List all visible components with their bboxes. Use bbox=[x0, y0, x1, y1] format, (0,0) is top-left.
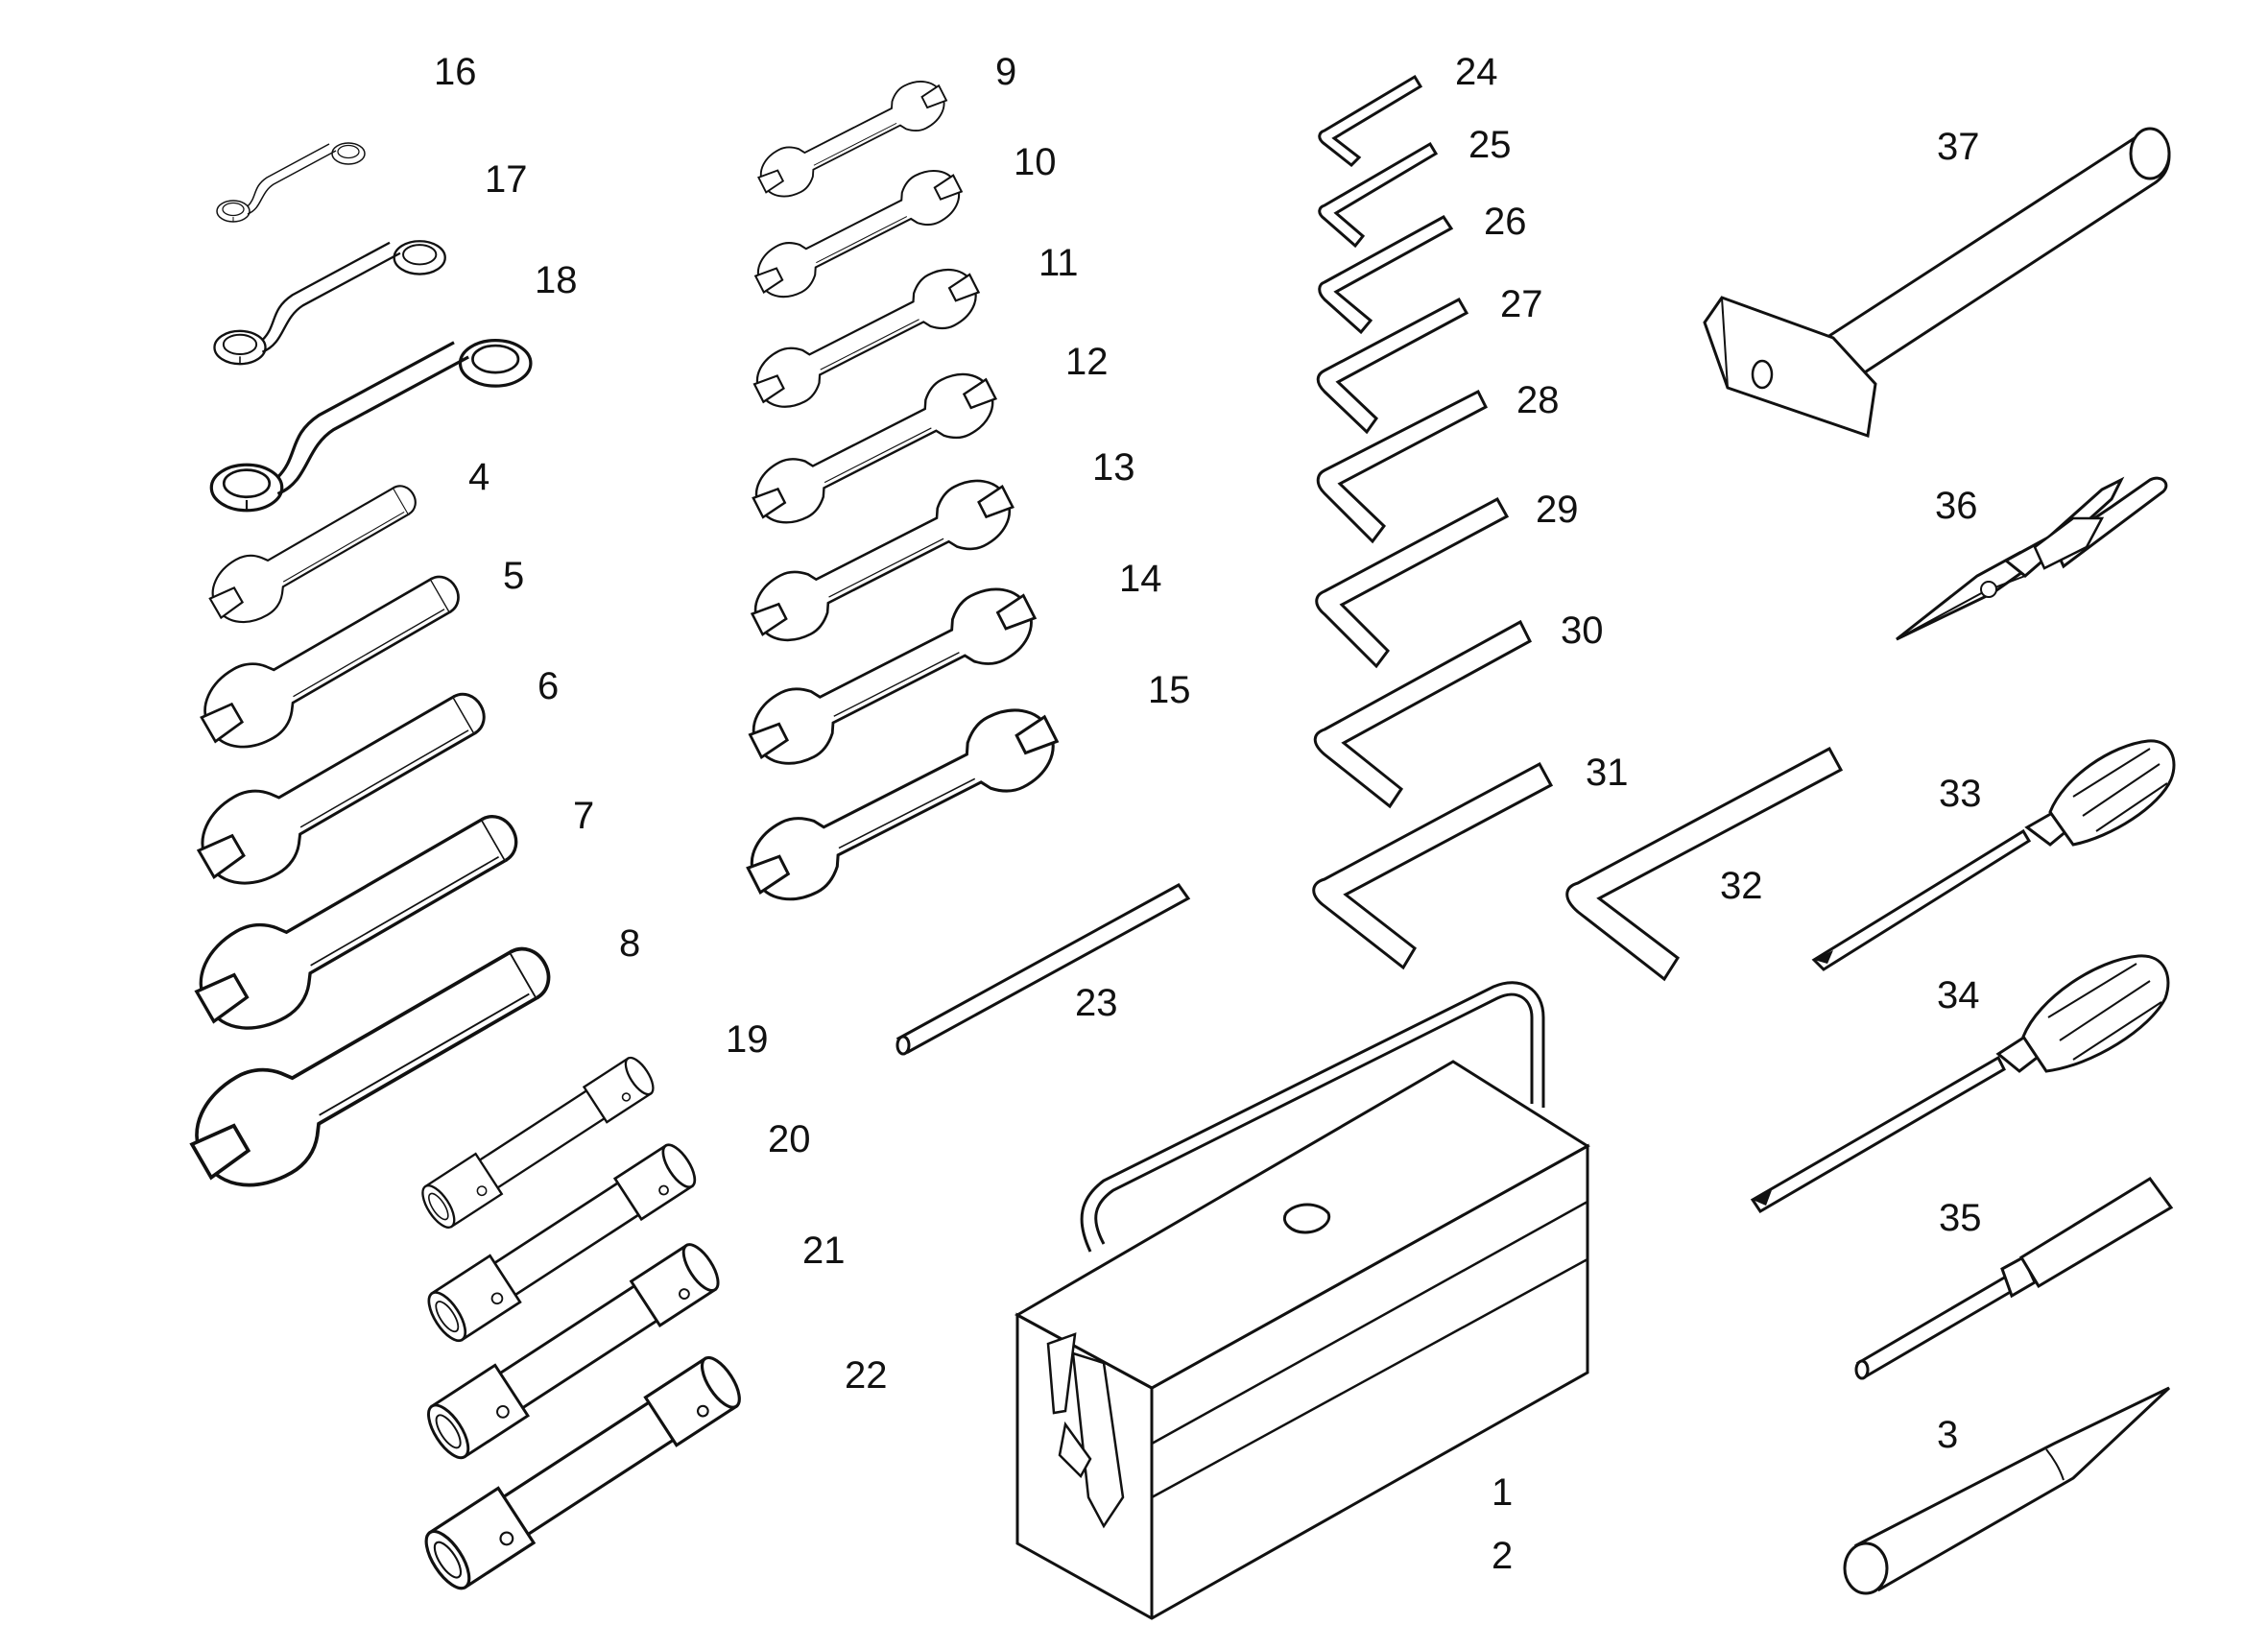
label-19: 19 bbox=[726, 1018, 769, 1061]
label-18: 18 bbox=[535, 259, 578, 301]
hex-key-28 bbox=[1316, 389, 1488, 544]
label-27: 27 bbox=[1500, 283, 1543, 325]
callout-labels: 16 17 18 4 5 6 7 8 9 10 11 12 13 14 15 1… bbox=[434, 51, 1982, 1577]
label-2: 2 bbox=[1492, 1535, 1513, 1577]
label-14: 14 bbox=[1119, 558, 1162, 600]
label-3: 3 bbox=[1937, 1414, 1958, 1456]
label-23: 23 bbox=[1075, 982, 1118, 1024]
label-4: 4 bbox=[468, 456, 489, 498]
hex-key-27 bbox=[1316, 297, 1469, 435]
label-7: 7 bbox=[573, 795, 594, 837]
label-24: 24 bbox=[1455, 51, 1498, 93]
label-32: 32 bbox=[1720, 865, 1763, 907]
label-30: 30 bbox=[1561, 609, 1604, 652]
hex-key-32 bbox=[1565, 746, 1844, 982]
ring-wrench-16 bbox=[216, 142, 366, 223]
label-26: 26 bbox=[1484, 201, 1527, 243]
label-22: 22 bbox=[845, 1354, 888, 1397]
label-25: 25 bbox=[1468, 124, 1512, 166]
label-29: 29 bbox=[1536, 489, 1579, 531]
hex-key-31 bbox=[1312, 761, 1554, 970]
toolbox-1 bbox=[1014, 981, 1590, 1620]
label-6: 6 bbox=[537, 665, 559, 707]
label-33: 33 bbox=[1939, 773, 1982, 815]
hex-key-24 bbox=[1318, 74, 1423, 168]
hex-key-26 bbox=[1318, 215, 1454, 335]
label-31: 31 bbox=[1586, 752, 1629, 794]
label-10: 10 bbox=[1014, 141, 1057, 183]
label-15: 15 bbox=[1148, 669, 1191, 711]
hex-key-29 bbox=[1315, 496, 1510, 669]
label-9: 9 bbox=[995, 51, 1016, 93]
label-17: 17 bbox=[485, 158, 528, 201]
label-8: 8 bbox=[619, 922, 640, 965]
punch-35 bbox=[1854, 1177, 2174, 1380]
label-16: 16 bbox=[434, 51, 477, 93]
hex-key-30 bbox=[1313, 619, 1532, 809]
point-3 bbox=[1843, 1386, 2171, 1595]
label-11: 11 bbox=[1039, 242, 1079, 284]
label-34: 34 bbox=[1937, 974, 1980, 1016]
tommy-bar-23 bbox=[895, 883, 1191, 1056]
ring-wrench-17 bbox=[213, 240, 446, 366]
label-35: 35 bbox=[1939, 1197, 1982, 1239]
label-1: 1 bbox=[1492, 1471, 1513, 1514]
label-20: 20 bbox=[768, 1118, 811, 1160]
label-21: 21 bbox=[802, 1230, 846, 1272]
screwdriver-34 bbox=[1750, 954, 2170, 1214]
label-37: 37 bbox=[1937, 126, 1980, 168]
label-12: 12 bbox=[1065, 341, 1109, 383]
label-36: 36 bbox=[1935, 485, 1978, 527]
hammer-37 bbox=[1703, 127, 2171, 439]
label-13: 13 bbox=[1092, 446, 1135, 489]
hex-key-25 bbox=[1318, 141, 1439, 249]
screwdriver-33 bbox=[1811, 739, 2176, 971]
label-28: 28 bbox=[1516, 379, 1560, 421]
label-5: 5 bbox=[503, 555, 524, 597]
pliers-36 bbox=[1896, 476, 2168, 641]
